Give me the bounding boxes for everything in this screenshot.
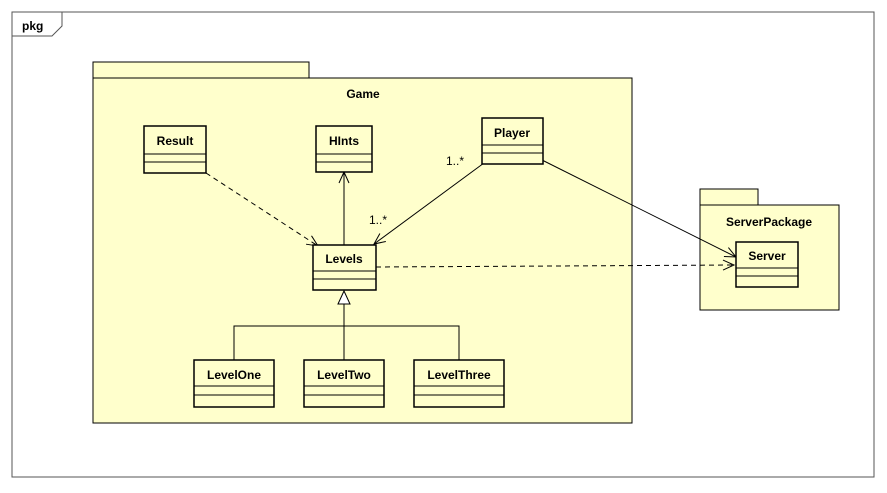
- class-levelthree-name: LevelThree: [427, 368, 491, 382]
- class-result[interactable]: Result: [143, 125, 207, 174]
- class-player-name: Player: [494, 126, 530, 140]
- class-levels-name: Levels: [325, 252, 363, 266]
- server-package-name: ServerPackage: [726, 215, 812, 229]
- class-levels[interactable]: Levels: [312, 244, 377, 291]
- class-result-name: Result: [157, 134, 194, 148]
- frame-label: pkg: [22, 19, 43, 33]
- class-levelthree[interactable]: LevelThree: [413, 359, 505, 408]
- class-levelone-name: LevelOne: [207, 368, 261, 382]
- class-player[interactable]: Player: [481, 117, 544, 165]
- levels-server-dependency: [375, 259, 736, 271]
- levels-multiplicity: 1..*: [369, 213, 387, 227]
- class-server[interactable]: Server: [735, 241, 799, 288]
- game-package-name: Game: [346, 87, 380, 101]
- result-levels-dependency: [205, 172, 320, 247]
- relationships: [205, 159, 738, 360]
- player-multiplicity: 1..*: [446, 154, 464, 168]
- class-server-name: Server: [748, 249, 786, 263]
- player-server-association: [541, 159, 738, 258]
- class-levelone[interactable]: LevelOne: [193, 359, 275, 408]
- class-leveltwo[interactable]: LevelTwo: [303, 359, 385, 408]
- levelone-generalization-branch: [233, 325, 460, 360]
- class-hints-name: HInts: [329, 134, 359, 148]
- player-levels-association: [373, 162, 485, 245]
- class-hints[interactable]: HInts: [315, 125, 373, 173]
- class-leveltwo-name: LevelTwo: [317, 368, 371, 382]
